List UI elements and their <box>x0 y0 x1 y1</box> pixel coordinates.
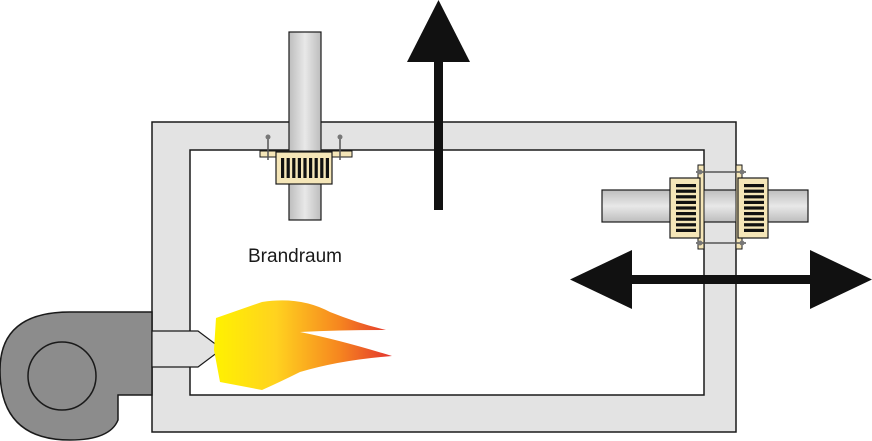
vertical-flue-pipe <box>288 31 322 221</box>
pipe-seal-right-inner <box>669 164 705 250</box>
seal-slot <box>744 223 764 227</box>
seal-slot <box>676 217 696 221</box>
flame <box>214 300 392 390</box>
seal-slot <box>676 189 696 193</box>
seal-slot <box>744 217 764 221</box>
pipe-seal-right-outer <box>735 164 769 250</box>
seal-slot <box>744 189 764 193</box>
seal-slot <box>676 228 696 232</box>
pipe-seal-bolts <box>696 169 746 246</box>
pipe-seal-top <box>259 134 353 185</box>
chamber-label: Brandraum <box>248 246 342 267</box>
seal-slot <box>281 158 285 178</box>
seal-slot <box>286 158 290 178</box>
seal-slot <box>744 200 764 204</box>
seal-slot <box>744 228 764 232</box>
seal-slot <box>303 158 307 178</box>
seal-slot <box>309 158 313 178</box>
seal-slot <box>676 200 696 204</box>
arrow-up <box>407 0 470 210</box>
seal-slot <box>744 212 764 216</box>
seal-slot <box>744 206 764 210</box>
arrow-left-right <box>570 250 872 309</box>
seal-slot <box>676 184 696 188</box>
seal-slot <box>292 158 296 178</box>
seal-slot <box>676 206 696 210</box>
seal-slot <box>744 184 764 188</box>
horizontal-pipe <box>601 189 809 223</box>
seal-slot <box>676 212 696 216</box>
seal-slot <box>676 195 696 199</box>
seal-slot <box>744 195 764 199</box>
burner-fan <box>0 311 153 441</box>
seal-slot <box>676 223 696 227</box>
seal-slot <box>325 158 329 178</box>
seal-slot <box>320 158 324 178</box>
seal-slot <box>297 158 301 178</box>
burner-nozzle <box>151 330 219 368</box>
seal-slot <box>314 158 318 178</box>
